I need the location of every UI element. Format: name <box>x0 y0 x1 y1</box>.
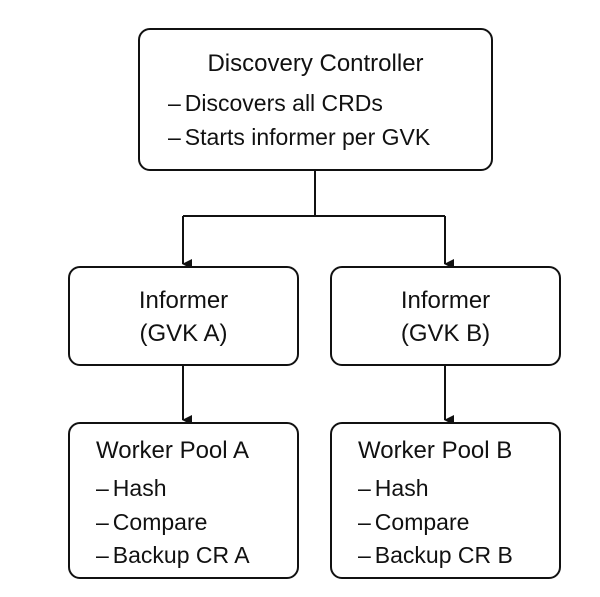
informer-a-node: Informer (GVK A) <box>68 266 299 366</box>
bullet-dash: – <box>168 124 181 150</box>
worker-pool-a-node: Worker Pool A –Hash –Compare –Backup CR … <box>68 422 299 579</box>
bullet-dash: – <box>96 475 109 501</box>
bullet-dash: – <box>358 509 371 535</box>
discovery-item-label: Discovers all CRDs <box>184 90 383 116</box>
pool-a-item-label: Backup CR A <box>112 542 250 568</box>
worker-pool-b-title: Worker Pool B <box>358 437 513 464</box>
informer-b-node: Informer (GVK B) <box>330 266 561 366</box>
discovery-controller-node: Discovery Controller –Discovers all CRDs… <box>138 28 493 171</box>
pool-a-item: –Backup CR A <box>96 541 250 569</box>
pool-a-item: –Hash <box>96 474 167 502</box>
informer-a-subtitle: (GVK A) <box>139 320 228 347</box>
bullet-dash: – <box>96 509 109 535</box>
bullet-dash: – <box>358 542 371 568</box>
pool-b-item-label: Compare <box>374 509 470 535</box>
pool-a-item: –Compare <box>96 508 207 536</box>
bullet-dash: – <box>168 90 181 116</box>
pool-b-item: –Compare <box>358 508 469 536</box>
worker-pool-a-title: Worker Pool A <box>96 437 249 464</box>
worker-pool-b-node: Worker Pool B –Hash –Compare –Backup CR … <box>330 422 561 579</box>
informer-b-title: Informer <box>400 287 491 314</box>
informer-a-title: Informer <box>138 287 229 314</box>
pool-b-item: –Hash <box>358 474 429 502</box>
pool-a-item-label: Compare <box>112 509 208 535</box>
pool-b-item-label: Backup CR B <box>374 542 513 568</box>
pool-b-item: –Backup CR B <box>358 541 513 569</box>
bullet-dash: – <box>358 475 371 501</box>
discovery-item: –Starts informer per GVK <box>168 123 430 151</box>
discovery-controller-title: Discovery Controller <box>207 50 424 77</box>
discovery-item: –Discovers all CRDs <box>168 89 383 117</box>
informer-b-subtitle: (GVK B) <box>400 320 491 347</box>
pool-a-item-label: Hash <box>112 475 167 501</box>
pool-b-item-label: Hash <box>374 475 429 501</box>
discovery-item-label: Starts informer per GVK <box>184 124 431 150</box>
bullet-dash: – <box>96 542 109 568</box>
